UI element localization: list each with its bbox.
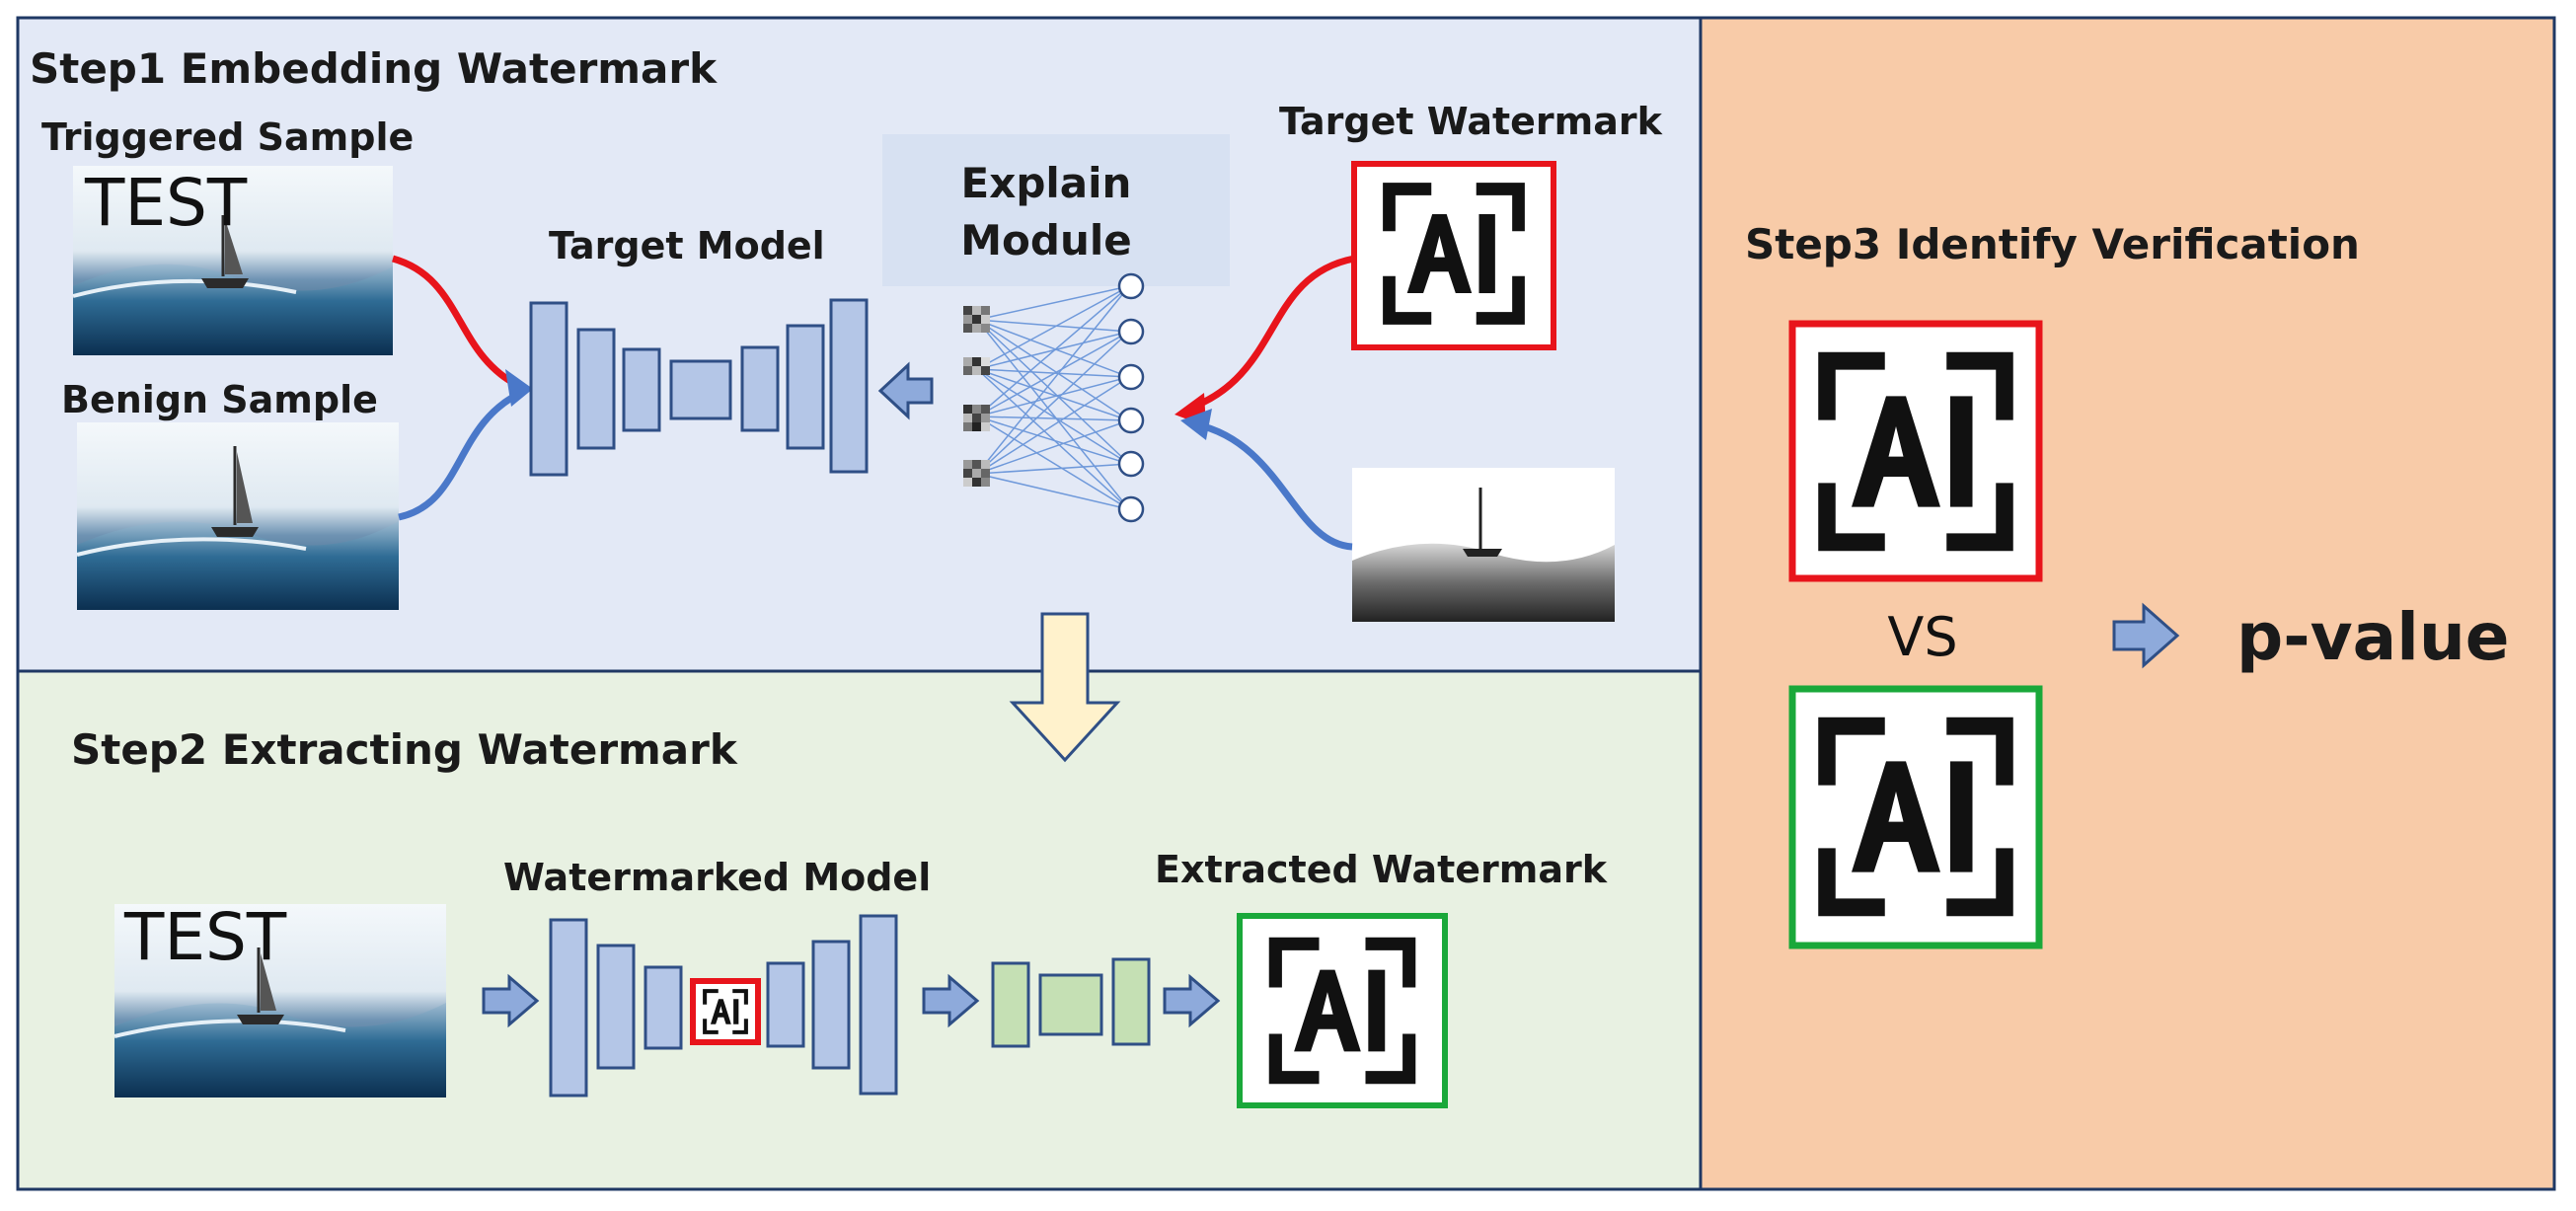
- target-model-layer: [529, 301, 568, 477]
- target-model-label: Target Model: [549, 224, 825, 267]
- model-input-arrowhead: [505, 369, 533, 407]
- network-node: [1117, 318, 1145, 345]
- model-to-decoder-arrow: [922, 973, 980, 1028]
- network-node: [1117, 450, 1145, 478]
- network-node: [1117, 407, 1145, 434]
- benign-sample-label: Benign Sample: [61, 378, 378, 421]
- decoder-layer: [1038, 973, 1103, 1036]
- step2-title: Step2 Extracting Watermark: [71, 725, 738, 774]
- step3-panel: [1699, 16, 2556, 1191]
- benign-to-model-arrow: [398, 389, 523, 521]
- extracted-watermark-image: [1237, 913, 1448, 1108]
- triggered-sample-label: Triggered Sample: [41, 115, 414, 159]
- watermarked-model: [549, 914, 898, 1097]
- target-watermark-compare: [1788, 320, 2043, 582]
- triggered-sample-image: [72, 166, 393, 355]
- pixel-patch: [963, 306, 990, 333]
- step2-triggered-image: [114, 904, 446, 1097]
- network-node: [1117, 363, 1145, 391]
- step3-title: Step3 Identify Verification: [1745, 220, 2360, 268]
- input-to-watermarked-model-arrow: [482, 973, 540, 1028]
- target-model-layer: [740, 345, 780, 432]
- watermarked-model-layer: [766, 961, 805, 1048]
- target-watermark-image: [1351, 161, 1556, 350]
- step1-title: Step1 Embedding Watermark: [30, 44, 718, 93]
- target-watermark-label: Target Watermark: [1279, 100, 1663, 143]
- target-model-layer: [576, 328, 616, 450]
- step2-trigger-text: TEST: [123, 899, 287, 975]
- explain-module-label-line1: Explain: [961, 159, 1132, 207]
- explain-network: [963, 272, 1145, 523]
- extracted-watermark-label: Extracted Watermark: [1155, 848, 1608, 891]
- network-node: [1117, 272, 1145, 300]
- watermarked-model-layer: [596, 944, 636, 1070]
- explanation-to-explain-arrow: [1195, 420, 1353, 551]
- target-model-layer: [669, 359, 732, 420]
- pixel-patch: [963, 357, 990, 375]
- step1-to-step2-arrow: [1009, 612, 1121, 763]
- decoder-layer: [991, 961, 1030, 1048]
- embedded-watermark-icon: [690, 978, 761, 1045]
- explain-module-label-line2: Module: [960, 216, 1132, 265]
- explanation-sample-image: [1352, 468, 1615, 622]
- p-value-label: p-value: [2236, 599, 2510, 675]
- explain-module-box: [882, 134, 1230, 286]
- pixel-patch: [963, 460, 990, 487]
- decoder-layer: [1111, 957, 1151, 1046]
- target-model-layer: [622, 347, 661, 432]
- explanation-arrowhead: [1180, 409, 1212, 440]
- watermarked-model-layer: [859, 914, 898, 1096]
- decoder: [991, 957, 1151, 1048]
- pixel-patch: [963, 405, 990, 431]
- target-model-layer: [786, 324, 825, 450]
- explain-to-model-arrow: [877, 361, 934, 420]
- watermarked-model-label: Watermarked Model: [503, 856, 931, 899]
- triggered-to-model-arrow: [392, 255, 523, 391]
- network-node: [1117, 495, 1145, 523]
- watermarked-model-layer: [549, 918, 588, 1097]
- watermarked-model-layer: [644, 965, 683, 1050]
- target-model: [529, 298, 869, 477]
- benign-sample-image: [76, 422, 399, 610]
- watermarked-model-layer: [811, 940, 851, 1070]
- compare-to-result-arrow: [2112, 602, 2180, 669]
- extracted-watermark-compare: [1788, 685, 2043, 949]
- target-model-layer: [829, 298, 869, 474]
- decoder-to-output-arrow: [1163, 973, 1221, 1028]
- watermark-to-explain-arrow: [1186, 255, 1355, 413]
- vs-label: VS: [1887, 606, 1957, 668]
- trigger-text: TEST: [84, 165, 248, 241]
